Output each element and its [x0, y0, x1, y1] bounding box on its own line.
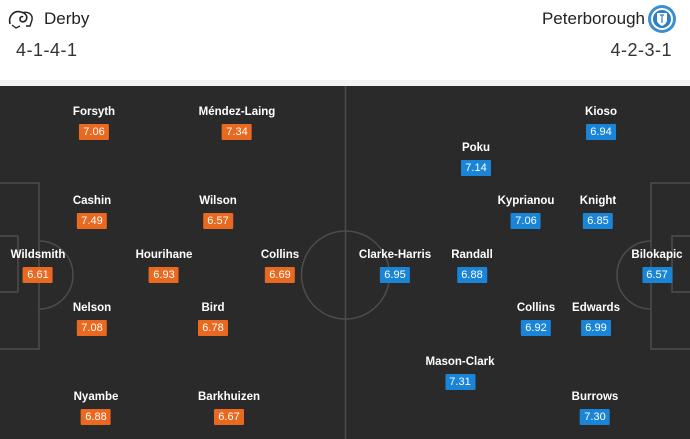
pitch: Forsyth 7.06 Méndez-Laing 7.34 Cashin 7.… [0, 86, 690, 439]
player-rating: 7.49 [77, 213, 107, 229]
home-player[interactable]: Méndez-Laing 7.34 [198, 106, 276, 140]
player-name: Kioso [585, 106, 617, 118]
away-player[interactable]: Kyprianou 7.06 [497, 195, 555, 229]
player-name: Bilokapic [631, 249, 683, 261]
away-team-name[interactable]: Peterborough [541, 9, 645, 28]
player-rating: 7.08 [77, 320, 107, 336]
player-name: Collins [516, 302, 556, 314]
home-player[interactable]: Forsyth 7.06 [73, 106, 115, 140]
home-player[interactable]: Barkhuizen 6.67 [198, 391, 260, 425]
player-name: Knight [579, 195, 617, 207]
home-player[interactable]: Hourihane 6.93 [135, 249, 193, 283]
player-rating: 6.61 [23, 267, 53, 283]
player-rating: 7.30 [580, 409, 610, 425]
player-name: Bird [201, 302, 225, 314]
player-rating: 6.57 [203, 213, 233, 229]
player-rating: 7.31 [445, 374, 475, 390]
home-player[interactable]: Nyambe 6.88 [73, 391, 119, 425]
player-rating: 6.93 [149, 267, 179, 283]
player-name: Poku [461, 142, 491, 154]
player-rating: 6.78 [198, 320, 228, 336]
away-player[interactable]: Poku 7.14 [461, 142, 491, 176]
player-rating: 6.88 [456, 267, 487, 283]
player-rating: 7.06 [78, 124, 109, 140]
player-rating: 6.85 [583, 213, 613, 229]
player-name: Wildsmith [10, 249, 66, 261]
away-player[interactable]: Knight 6.85 [580, 195, 616, 229]
player-rating: 6.94 [585, 124, 616, 140]
player-rating: 6.92 [521, 320, 551, 336]
player-name: Burrows [571, 391, 619, 403]
away-player[interactable]: Randall 6.88 [451, 249, 493, 283]
home-player[interactable]: Collins 6.69 [261, 249, 299, 283]
player-rating: 6.88 [81, 409, 111, 425]
away-player[interactable]: Bilokapic 6.57 [631, 249, 683, 283]
header-divider [0, 80, 690, 86]
away-player[interactable]: Edwards 6.99 [572, 302, 620, 336]
player-rating: 7.06 [511, 213, 541, 229]
player-rating: 6.57 [641, 267, 672, 283]
match-header: Derby 4-1-4-1 Peterborough 4-2-3-1 [0, 0, 690, 80]
player-name: Kyprianou [497, 195, 555, 207]
player-rating: 6.69 [265, 267, 295, 283]
home-player[interactable]: Cashin 7.49 [73, 195, 111, 229]
away-player[interactable]: Collins 6.92 [517, 302, 555, 336]
home-player[interactable]: Wilson 6.57 [199, 195, 237, 229]
peterborough-crest-icon [648, 5, 676, 33]
home-player[interactable]: Wildsmith 6.61 [10, 249, 66, 283]
away-player[interactable]: Mason-Clark 7.31 [425, 356, 495, 390]
player-name: Nelson [72, 302, 112, 314]
player-name: Wilson [199, 195, 237, 207]
away-player[interactable]: Clarke-Harris 6.95 [359, 249, 431, 283]
player-name: Nyambe [73, 391, 119, 403]
player-name: Mason-Clark [425, 356, 495, 368]
player-name: Méndez-Laing [198, 106, 276, 118]
player-name: Edwards [572, 302, 620, 314]
player-rating: 7.14 [461, 160, 491, 176]
player-name: Collins [260, 249, 300, 261]
away-player[interactable]: Kioso 6.94 [585, 106, 617, 140]
home-player[interactable]: Nelson 7.08 [73, 302, 111, 336]
player-rating: 6.95 [379, 267, 410, 283]
home-team-name[interactable]: Derby [44, 9, 90, 28]
player-name: Forsyth [72, 106, 116, 118]
player-rating: 6.67 [214, 409, 244, 425]
player-name: Clarke-Harris [358, 249, 432, 261]
home-player[interactable]: Bird 6.78 [198, 302, 228, 336]
player-name: Cashin [72, 195, 112, 207]
player-rating: 7.34 [221, 124, 252, 140]
player-rating: 6.99 [581, 320, 611, 336]
pitch-lines [0, 86, 690, 439]
player-name: Hourihane [135, 249, 193, 261]
player-name: Randall [451, 249, 493, 261]
player-name: Barkhuizen [198, 391, 260, 403]
ram-badge-icon [8, 10, 33, 29]
away-player[interactable]: Burrows 7.30 [571, 391, 619, 425]
home-formation: 4-1-4-1 [16, 40, 78, 60]
away-formation: 4-2-3-1 [610, 40, 672, 60]
